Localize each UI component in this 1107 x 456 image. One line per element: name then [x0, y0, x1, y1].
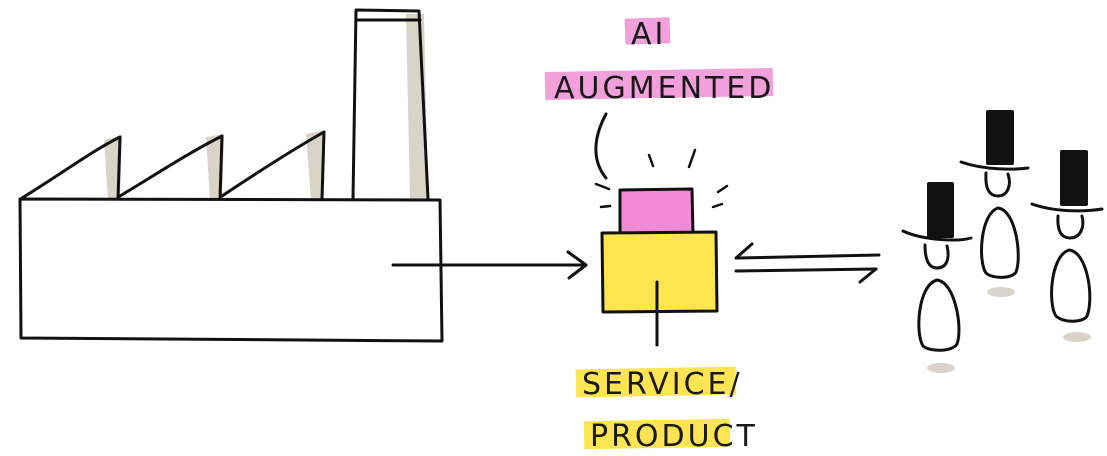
- person-middle: [961, 110, 1028, 277]
- person-right: [1032, 150, 1102, 321]
- ai-light-icon: [596, 150, 727, 234]
- arrow-factory-to-product: [393, 252, 586, 278]
- ai-label-line1: AI: [631, 17, 666, 52]
- ai-augmented-label: AI AUGMENTED: [545, 17, 775, 106]
- ai-connector-line: [596, 114, 606, 178]
- service-label-line2: PRODUCT: [590, 419, 758, 454]
- product-box-icon: [602, 232, 717, 345]
- service-label-line1: SERVICE/: [582, 367, 743, 402]
- ai-label-line2: AUGMENTED: [554, 71, 774, 106]
- people-icon: [903, 110, 1102, 373]
- factory-icon: [20, 10, 442, 341]
- exchange-arrows: [736, 244, 879, 282]
- person-left: [903, 182, 971, 350]
- service-product-label: SERVICE/ PRODUCT: [576, 367, 758, 454]
